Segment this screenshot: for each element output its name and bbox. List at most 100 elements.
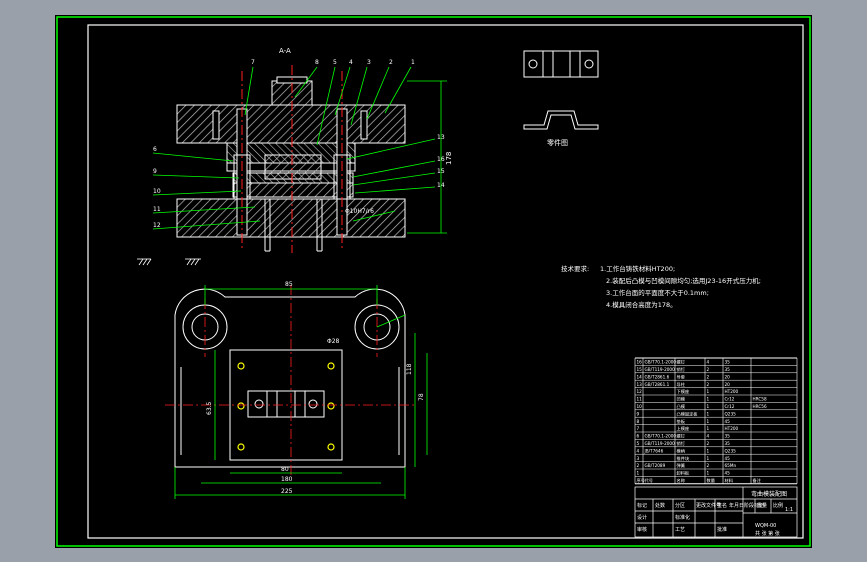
table-cell-name: 弹簧 xyxy=(677,462,685,469)
inner-frame xyxy=(87,24,804,539)
table-cell-mat: 45 xyxy=(725,456,731,461)
balloon: 6 xyxy=(153,146,157,153)
table-cell-code: GB/T119-2000 xyxy=(645,367,676,372)
dim-bottom-mid: 180 xyxy=(281,476,293,483)
table-cell-name: 螺钉 xyxy=(677,433,686,440)
table-cell-name: 凸模 xyxy=(677,403,686,410)
part-top-view[interactable] xyxy=(523,50,599,78)
table-cell-mat: 35 xyxy=(725,367,731,372)
table-cell-name: 模柄 xyxy=(677,447,685,454)
plan-view[interactable] xyxy=(174,288,406,468)
dim-dia: Φ28 xyxy=(327,338,340,345)
table-cell-name: 垫板 xyxy=(677,418,686,425)
note-line: 3.工作台面的平面度不大于0.1mm; xyxy=(606,288,709,297)
table-cell-name: 导套 xyxy=(677,373,686,380)
balloon: 7 xyxy=(251,59,255,66)
title-block[interactable] xyxy=(634,486,798,538)
table-cell-qty: 1 xyxy=(707,456,710,461)
table-header-row[interactable]: 序号代号名称数量材料备注 xyxy=(637,477,762,484)
tb-process: 工艺 xyxy=(675,527,685,533)
part-front-view[interactable] xyxy=(523,110,599,130)
plan-screws xyxy=(237,362,335,451)
table-cell-name: 名称 xyxy=(677,477,685,484)
outer-frame xyxy=(56,16,811,547)
table-cell-code: GB/T2089 xyxy=(645,463,666,468)
table-cell-code: GB/T2861.1 xyxy=(645,382,670,387)
tb-weight: 重量 xyxy=(757,502,767,509)
dim-bottom-inner: 80 xyxy=(281,466,289,473)
table-cell-no: 12 xyxy=(637,389,643,394)
balloon: 5 xyxy=(333,59,337,66)
table-cell-no: 4 xyxy=(637,448,640,453)
table-cell-name: 卸料板 xyxy=(677,470,690,477)
table-cell-mat: 35 xyxy=(725,434,731,439)
part-drawing[interactable] xyxy=(523,50,599,130)
table-cell-name: 下模座 xyxy=(677,388,690,395)
table-cell-qty: 2 xyxy=(707,374,710,379)
table-cell-name: 螺钉 xyxy=(677,359,686,366)
table-cell-qty: 2 xyxy=(707,382,710,387)
table-cell-note: 备注 xyxy=(753,477,762,484)
table-cell-note: HRC58 xyxy=(753,397,767,402)
table-cell-qty: 1 xyxy=(707,397,710,402)
table-cell-qty: 1 xyxy=(707,404,710,409)
technical-notes[interactable]: 技术要求: 1.工作台铸铁材料HT200; 2.装配后凸模与凹模间隙均匀;选用J… xyxy=(561,264,761,309)
tb-zone: 分区 xyxy=(675,502,685,509)
balloon: 3 xyxy=(367,59,371,66)
balloon: 1 xyxy=(411,59,415,66)
table-cell-mat: 20 xyxy=(725,382,731,387)
notes-heading: 技术要求: xyxy=(561,264,589,273)
stripper-plate[interactable] xyxy=(232,172,354,184)
table-cell-name: 凹模 xyxy=(677,396,686,403)
table-cell-no: 11 xyxy=(637,397,643,402)
table-cell-name: 销钉 xyxy=(677,440,686,447)
table-cell-qty: 数量 xyxy=(707,477,715,484)
lower-die-base[interactable] xyxy=(176,198,406,238)
section-view[interactable]: A-A xyxy=(176,47,406,253)
balloon: 2 xyxy=(389,59,393,66)
balloon: 11 xyxy=(153,206,161,213)
table-cell-qty: 2 xyxy=(707,463,710,468)
plan-dimensions xyxy=(174,285,428,499)
table-cell-mat: Q235 xyxy=(725,411,737,416)
die-block[interactable] xyxy=(232,182,354,198)
table-cell-no: 1 xyxy=(637,471,640,476)
drawing-no: WQM-00 xyxy=(755,523,776,529)
table-cell-qty: 1 xyxy=(707,448,710,453)
tb-sign: 签名 xyxy=(717,502,727,509)
punch-plan[interactable] xyxy=(247,390,325,418)
tb-stage: 阶段标记 xyxy=(744,502,764,509)
screw-left xyxy=(212,110,220,140)
table-cell-no: 16 xyxy=(637,360,643,365)
table-cell-name: 推件块 xyxy=(677,455,690,462)
table-cell-qty: 1 xyxy=(707,411,710,416)
table-cell-qty: 2 xyxy=(707,441,710,446)
lower-base-outline[interactable] xyxy=(174,288,406,468)
table-cell-name: 凸模固定板 xyxy=(677,410,699,417)
ground-symbols xyxy=(137,258,201,266)
drawing-sheet[interactable]: A-A xyxy=(55,15,812,548)
balloon: 8 xyxy=(315,59,319,66)
table-cell-qty: 1 xyxy=(707,471,710,476)
balloon-leaders xyxy=(152,66,436,230)
dim-left: 63.5 xyxy=(206,401,213,415)
table-cell-mat: HT200 xyxy=(725,389,739,394)
